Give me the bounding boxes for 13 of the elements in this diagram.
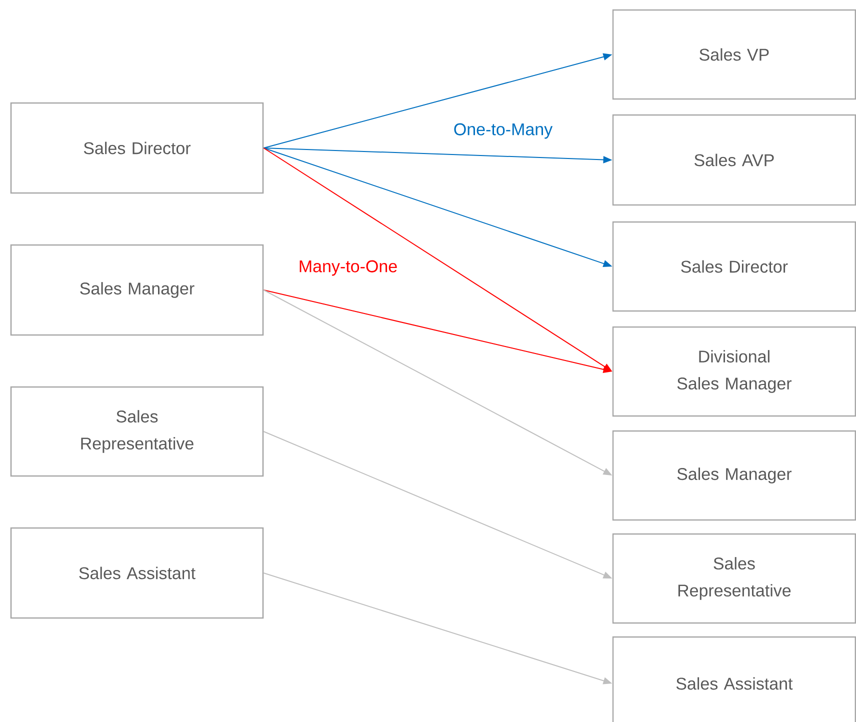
role-box: Sales AVP bbox=[612, 114, 856, 206]
role-box: Sales VP bbox=[612, 9, 856, 100]
role-box: Sales Representative bbox=[612, 533, 856, 624]
role-box: Divisional Sales Manager bbox=[612, 326, 856, 417]
role-box: Sales Director bbox=[10, 102, 264, 194]
relation-label: Many-to-One bbox=[300, 260, 397, 276]
role-box: Sales Representative bbox=[10, 386, 264, 477]
role-box: Sales Director bbox=[612, 221, 856, 312]
relation-label: One-to-Many bbox=[454, 123, 553, 139]
role-box: Sales Manager bbox=[612, 430, 856, 521]
role-box: Sales Manager bbox=[10, 244, 264, 336]
role-box: Sales Assistant bbox=[10, 527, 264, 619]
role-box: Sales Assistant bbox=[612, 636, 856, 722]
